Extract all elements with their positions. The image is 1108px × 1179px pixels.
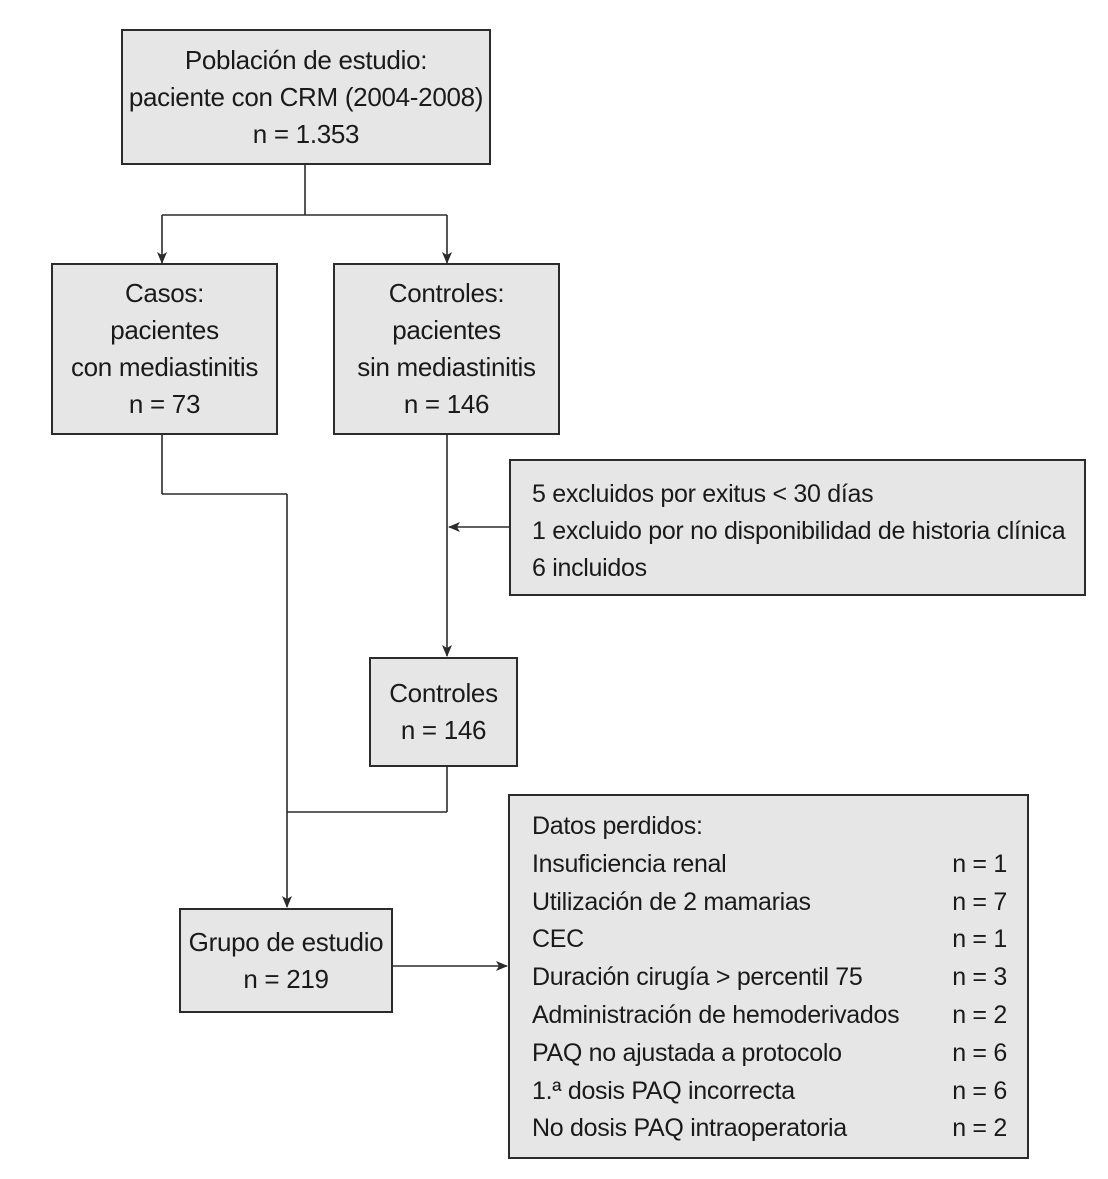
lost-data-row: Insuficiencia renal n = 1 <box>532 846 1007 884</box>
controls-final-title: Controles <box>389 678 498 708</box>
lost-data-value: n = 6 <box>952 1076 1007 1105</box>
controls-condition: sin mediastinitis <box>357 352 536 382</box>
lost-data-row: 1.ª dosis PAQ incorrecta n = 6 <box>532 1073 1007 1111</box>
lost-data-value: n = 2 <box>952 1000 1007 1029</box>
controls-box: Controles: pacientes sin mediastinitis n… <box>333 263 560 435</box>
lost-data-label: Administración de hemoderivados <box>532 1000 900 1029</box>
lost-data-box: Datos perdidos: Insuficiencia renal n = … <box>508 794 1029 1159</box>
cases-subtitle: pacientes <box>110 315 219 345</box>
population-box: Población de estudio: paciente con CRM (… <box>121 29 491 165</box>
controls-final-box: Controles n = 146 <box>369 657 518 767</box>
lost-data-row: No dosis PAQ intraoperatoria n = 2 <box>532 1110 1007 1148</box>
exclusion-line: 5 excluidos por exitus < 30 días <box>532 480 874 508</box>
lost-data-label: Duración cirugía > percentil 75 <box>532 963 863 992</box>
study-group-box: Grupo de estudio n = 219 <box>179 908 393 1013</box>
population-count: n = 1.353 <box>252 118 360 149</box>
lost-data-title: Datos perdidos: <box>532 812 703 840</box>
lost-data-label: Utilización de 2 mamarias <box>532 887 811 916</box>
lost-data-row: PAQ no ajustada a protocolo n = 6 <box>532 1035 1007 1073</box>
lost-data-value: n = 6 <box>952 1038 1007 1067</box>
lost-data-value: n = 1 <box>952 925 1007 954</box>
study-group-count: n = 219 <box>243 963 329 994</box>
cases-title: Casos: <box>124 278 205 308</box>
lost-data-label: Insuficiencia renal <box>532 849 727 878</box>
controls-final-count: n = 146 <box>400 715 487 745</box>
inclusion-line: 6 incluidos <box>532 554 647 582</box>
lost-data-row: Duración cirugía > percentil 75 n = 3 <box>532 959 1007 997</box>
lost-data-value: n = 7 <box>952 887 1007 916</box>
lost-data-row: CEC n = 1 <box>532 921 1007 959</box>
lost-data-label: 1.ª dosis PAQ incorrecta <box>532 1076 795 1105</box>
lost-data-value: n = 3 <box>952 963 1007 992</box>
lost-data-label: PAQ no ajustada a protocolo <box>532 1038 842 1067</box>
controls-count: n = 146 <box>403 389 490 419</box>
population-title: Población de estudio: <box>184 44 428 75</box>
population-description: paciente con CRM (2004-2008) <box>128 81 484 112</box>
controls-title: Controles: <box>388 278 505 308</box>
study-group-title: Grupo de estudio <box>188 926 384 957</box>
lost-data-label: No dosis PAQ intraoperatoria <box>532 1114 847 1143</box>
controls-subtitle: pacientes <box>392 315 501 345</box>
exclusions-box: 5 excluidos por exitus < 30 días 1 exclu… <box>509 459 1086 596</box>
cases-condition: con mediastinitis <box>70 352 259 382</box>
cases-box: Casos: pacientes con mediastinitis n = 7… <box>51 263 278 435</box>
lost-data-value: n = 1 <box>952 849 1007 878</box>
lost-data-row: Administración de hemoderivados n = 2 <box>532 997 1007 1035</box>
exclusion-line: 1 excluido por no disponibilidad de hist… <box>532 517 1066 545</box>
lost-data-label: CEC <box>532 925 584 954</box>
cases-count: n = 73 <box>128 389 201 419</box>
lost-data-value: n = 2 <box>952 1114 1007 1143</box>
lost-data-row: Utilización de 2 mamarias n = 7 <box>532 884 1007 922</box>
